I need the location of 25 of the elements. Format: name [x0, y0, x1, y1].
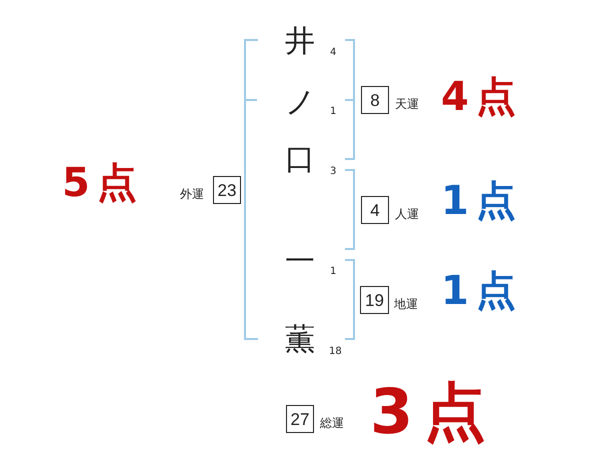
fortune-number-box: 4	[361, 196, 389, 224]
fortune-number-box: 27	[286, 405, 314, 433]
stroke-count: 1	[330, 107, 336, 117]
name-character: 井	[285, 27, 315, 57]
fortune-label: 外運	[180, 188, 204, 200]
stroke-count: 18	[329, 347, 342, 357]
score-text: 3点	[370, 381, 498, 443]
stroke-count: 1	[330, 267, 336, 277]
fortune-number-box: 23	[213, 176, 241, 204]
stroke-count: 4	[330, 48, 336, 58]
score-text: 1点	[441, 271, 523, 311]
fortune-label: 天運	[395, 98, 419, 110]
name-character: 薫	[285, 325, 315, 355]
fortune-number-box: 19	[360, 286, 389, 314]
score-text: 4点	[441, 77, 523, 117]
fortune-label: 総運	[320, 417, 344, 429]
stroke-count: 3	[330, 167, 336, 177]
fortune-label: 人運	[395, 208, 419, 220]
fortune-number-box: 8	[361, 86, 389, 114]
name-character: 口	[285, 145, 315, 175]
name-character: 一	[285, 247, 315, 277]
fortune-label: 地運	[394, 298, 418, 310]
score-text: 1点	[441, 181, 523, 221]
name-character: ノ	[285, 88, 316, 118]
score-text: 5点	[62, 163, 144, 203]
